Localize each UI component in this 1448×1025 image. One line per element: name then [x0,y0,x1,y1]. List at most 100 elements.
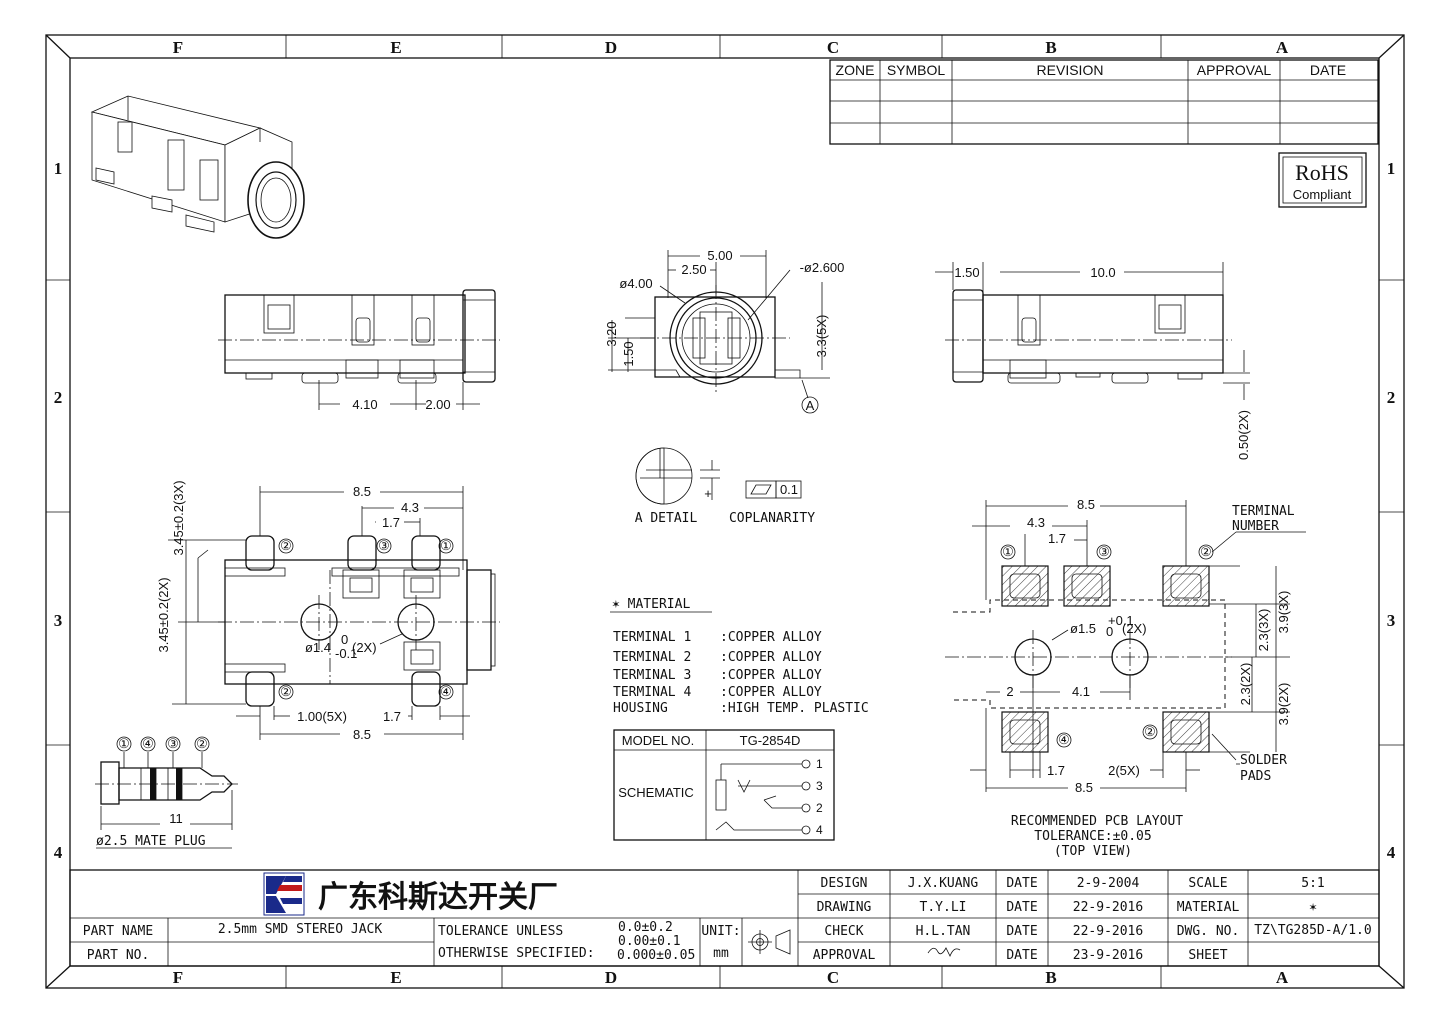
dwg-label: DWG. NO. [1177,924,1240,939]
pcb-tolerance: TOLERANCE:±0.05 [1034,829,1151,844]
col-letter: C [827,38,839,57]
material-key: HOUSING [613,701,668,716]
dim-label: 8.5 [1077,497,1095,512]
solder-pads-label: SOLDER [1240,753,1287,768]
material-value: ✶ [1309,900,1317,915]
pcb-callout: ④ [1058,732,1070,747]
terminal-callout: ② [280,538,292,553]
a-detail: + 0.1 A DETAIL COPLANARITY [635,447,815,526]
dim-tol: 0 [1106,624,1113,639]
dwg-number: TZ\TG285D-A/1.0 [1254,923,1371,938]
pcb-callout: ② [1144,724,1156,739]
material-value: :COPPER ALLOY [720,630,822,645]
unit-label: UNIT: [701,924,740,939]
tolerance-value: 0.0±0.2 [618,920,673,935]
svg-text:+: + [704,486,712,501]
material-list: ✶ MATERIAL TERMINAL 1 :COPPER ALLOY TERM… [610,597,869,716]
pin-number: 1 [816,757,823,771]
dim-label: ø1.4 [305,640,331,655]
dim-label: 1.7 [382,515,400,530]
design-date: 2-9-2004 [1077,876,1140,891]
dim-label: 2.3(3X) [1256,609,1271,652]
rohs-title: RoHS [1295,160,1349,185]
row-number: 1 [54,159,63,178]
drawing-label: DRAWING [817,900,872,915]
dim-label: 3.45±0.2(2X) [156,577,171,652]
rohs-badge: RoHS Compliant [1278,152,1367,208]
dim-label: 8.5 [353,484,371,499]
plug-callout: ② [196,736,208,751]
col-letter: A [1276,38,1289,57]
pcb-callout: ① [1002,544,1014,559]
col-letter: F [173,968,183,987]
material-value: :HIGH TEMP. PLASTIC [720,701,869,716]
dim-label: 4.3 [401,500,419,515]
model-label: MODEL NO. [622,733,694,748]
mate-plug-label: ø2.5 MATE PLUG [96,834,206,849]
model-table: MODEL NO. TG-2854D SCHEMATIC 1 3 2 4 [613,729,835,841]
material-value: :COPPER ALLOY [720,650,822,665]
side-view-right: 1.50 10.0 0.50(2X) [935,262,1251,460]
dim-label: 10.0 [1090,265,1115,280]
revision-table: ZONE SYMBOL REVISION APPROVAL DATE [829,59,1379,145]
scale-label: SCALE [1188,876,1227,891]
terminal-callout: ② [280,684,292,699]
tolerance-value: 0.000±0.05 [617,948,695,963]
material-key: TERMINAL 1 [613,630,691,645]
tolerance-label: OTHERWISE SPECIFIED: [438,946,595,961]
plug-callout: ① [118,736,130,751]
a-detail-label: A DETAIL [635,511,698,526]
dim-label: 3.9(3X) [1276,591,1291,634]
dim-label: 2.00 [425,397,450,412]
terminal-number-label: TERMINAL [1232,504,1295,519]
dim-label: 3.3(5X) [814,315,829,358]
date-label: DATE [1006,948,1037,963]
terminal-callout: ④ [440,684,452,699]
dim-label: 1.7 [383,709,401,724]
col-letter: E [390,968,401,987]
material-value: :COPPER ALLOY [720,668,822,683]
unit-value: mm [713,946,729,961]
dim-label: 3.20 [604,321,619,346]
dim-label: 11 [169,811,183,826]
dim-label: 1.00(5X) [297,709,347,724]
col-letter: F [173,38,183,57]
model-value: TG-2854D [740,733,801,748]
dim-label: 1.7 [1047,763,1065,778]
rev-header: DATE [1310,62,1346,78]
plug-callout: ④ [142,736,154,751]
dim-label: 3.45±0.2(3X) [171,480,186,555]
col-letter: E [390,38,401,57]
part-name-value: 2.5mm SMD STEREO JACK [218,922,383,937]
tolerance-value: 0.00±0.1 [618,934,681,949]
pin-number: 4 [816,823,823,837]
drawing-date: 22-9-2016 [1073,900,1143,915]
rohs-sub: Compliant [1293,187,1352,202]
dim-tol: -0.1 [335,646,357,661]
date-label: DATE [1006,900,1037,915]
tolerance-label: TOLERANCE UNLESS [438,924,563,939]
row-number: 4 [1387,843,1396,862]
approval-date: 23-9-2016 [1073,948,1143,963]
dim-label: 0.50(2X) [1236,410,1251,460]
pcb-callout: ② [1200,544,1212,559]
date-label: DATE [1006,876,1037,891]
sheet-label: SHEET [1188,948,1227,963]
rev-header: SYMBOL [887,62,946,78]
coplanarity-value: 0.1 [780,482,798,497]
dim-label: ø1.5 [1070,621,1096,636]
pcb-title: RECOMMENDED PCB LAYOUT [1011,814,1183,829]
isometric-view [90,95,305,239]
col-letter: D [605,968,617,987]
dim-label: 8.5 [1075,780,1093,795]
check-label: CHECK [824,924,863,939]
projection-icon [748,929,791,955]
pcb-view: (TOP VIEW) [1054,844,1132,859]
approval-signature [927,947,961,957]
col-letter: B [1045,968,1056,987]
approval-label: APPROVAL [813,948,876,963]
company-logo [263,872,305,916]
row-number: 3 [1387,611,1396,630]
terminal-callout: ③ [378,538,390,553]
dim-label: 4.10 [352,397,377,412]
